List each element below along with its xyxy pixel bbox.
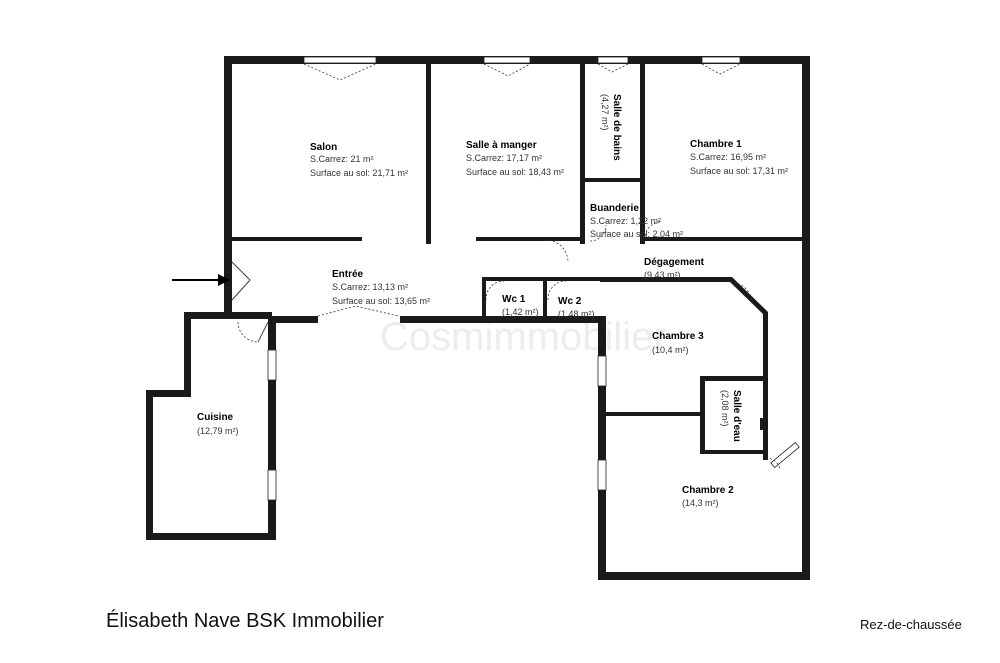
entry-arrow [172, 274, 230, 286]
room-sol: Surface au sol: 2,04 m² [590, 229, 683, 239]
room-carrez: S.Carrez: 21 m² [310, 154, 374, 164]
room-name: Wc 2 [558, 296, 582, 307]
room-area: (1,42 m²) [502, 307, 539, 317]
room-chambre-3: Chambre 3 (10,4 m²) [652, 331, 704, 355]
room-sol: Surface au sol: 13,65 m² [332, 296, 430, 306]
room-name: Chambre 1 [690, 139, 742, 150]
door-swings [231, 63, 781, 471]
room-area: (14,3 m²) [682, 498, 719, 508]
room-carrez: S.Carrez: 17,17 m² [466, 153, 542, 163]
room-area: (2,08 m²) [720, 390, 730, 427]
room-area: (12,79 m²) [197, 426, 239, 436]
room-name: Buanderie [590, 203, 639, 214]
room-sol: Surface au sol: 17,31 m² [690, 166, 788, 176]
room-name: Salle de bains [611, 94, 622, 161]
room-salle-de-bains: Salle de bains (4,27 m²) [600, 94, 622, 161]
room-name: Dégagement [644, 257, 705, 268]
room-carrez: S.Carrez: 1,22 m² [590, 216, 661, 226]
room-salle-d-eau: Salle d'eau (2,08 m²) [720, 390, 742, 442]
room-buanderie: Buanderie S.Carrez: 1,22 m² Surface au s… [590, 203, 683, 239]
room-salle-a-manger: Salle à manger S.Carrez: 17,17 m² Surfac… [466, 140, 564, 177]
room-area: (1,48 m²) [558, 309, 595, 319]
room-name: Cuisine [197, 412, 234, 423]
room-entree: Entrée S.Carrez: 13,13 m² Surface au sol… [332, 269, 430, 306]
room-wc-1: Wc 1 (1,42 m²) [502, 294, 539, 317]
windows [267, 56, 800, 501]
room-name: Salon [310, 142, 337, 153]
room-area: (10,4 m²) [652, 345, 689, 355]
room-name: Salle à manger [466, 140, 537, 151]
room-name: Wc 1 [502, 294, 526, 305]
room-carrez: S.Carrez: 13,13 m² [332, 282, 408, 292]
room-wc-2: Wc 2 (1,48 m²) [558, 296, 595, 319]
room-degagement: Dégagement (9,43 m²) [644, 257, 705, 280]
room-sol: Surface au sol: 18,43 m² [466, 167, 564, 177]
room-name: Salle d'eau [731, 390, 742, 442]
interior-walls [232, 64, 810, 460]
room-name: Chambre 2 [682, 485, 734, 496]
floor-level-label: Rez-de-chaussée [860, 617, 962, 632]
room-area: (4,27 m²) [600, 94, 610, 131]
room-chambre-2: Chambre 2 (14,3 m²) [682, 485, 734, 508]
room-carrez: S.Carrez: 16,95 m² [690, 152, 766, 162]
room-name: Entrée [332, 269, 364, 280]
room-name: Chambre 3 [652, 331, 704, 342]
agency-name: Élisabeth Nave BSK Immobilier [106, 610, 384, 632]
room-sol: Surface au sol: 21,71 m² [310, 168, 408, 178]
room-chambre-1: Chambre 1 S.Carrez: 16,95 m² Surface au … [690, 139, 788, 176]
room-cuisine: Cuisine (12,79 m²) [197, 412, 239, 436]
floor-plan: Cosmimmobilier [146, 56, 810, 580]
room-area: (9,43 m²) [644, 270, 681, 280]
room-salon: Salon S.Carrez: 21 m² Surface au sol: 21… [310, 142, 408, 178]
